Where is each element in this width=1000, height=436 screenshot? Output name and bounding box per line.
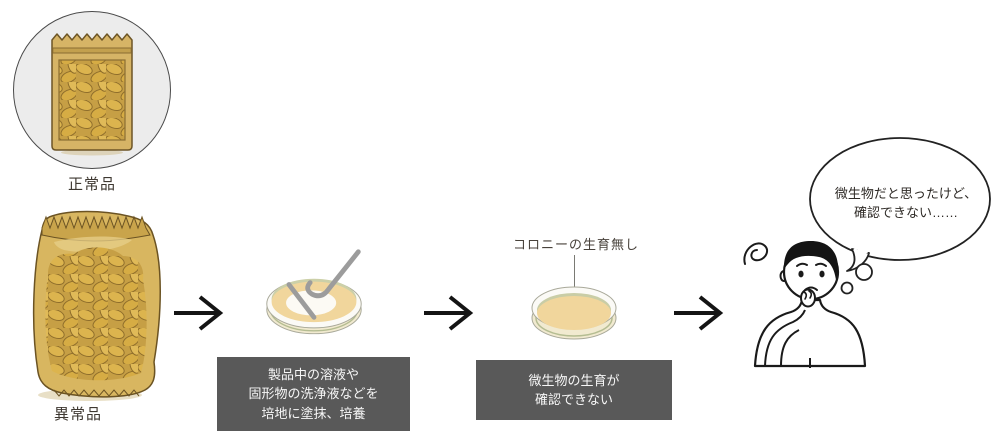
step1-caption: 製品中の溶液や 固形物の洗浄液などを 培地に塗抹、培養 [217,357,410,431]
abnormal-product-label: 異常品 [53,406,102,423]
petri-dish-spreader-icon [266,249,362,335]
step2-caption-line: 確認できない [534,392,613,407]
thought-line: 確認できない…… [853,205,958,220]
thought-bubble-text: 微生物だと思ったけど、 確認できない…… [820,184,992,222]
petri-dish-icon [531,286,617,340]
colony-annotation-label: コロニーの生育無し [512,237,639,252]
arrow-right-icon [174,295,224,331]
annotation-pointer-line [574,255,575,303]
step1-caption-line: 製品中の溶液や [267,366,359,382]
abnormal-bag-icon [32,210,161,401]
step1-caption-line: 培地に塗抹、培養 [261,405,366,421]
step1-caption-line: 固形物の洗浄液などを [248,386,379,402]
thought-bubble [809,137,991,295]
arrow-right-icon [674,295,724,331]
step2-caption-line: 微生物の生育が [528,372,620,388]
normal-product-label: 正常品 [67,176,116,193]
ziplock-bag-icon [51,33,133,156]
thought-line: 微生物だと思ったけど、 [834,186,978,201]
step2-caption: 微生物の生育が 確認できない [476,360,672,420]
arrow-right-icon [424,295,474,331]
thinking-person-icon [743,241,867,368]
